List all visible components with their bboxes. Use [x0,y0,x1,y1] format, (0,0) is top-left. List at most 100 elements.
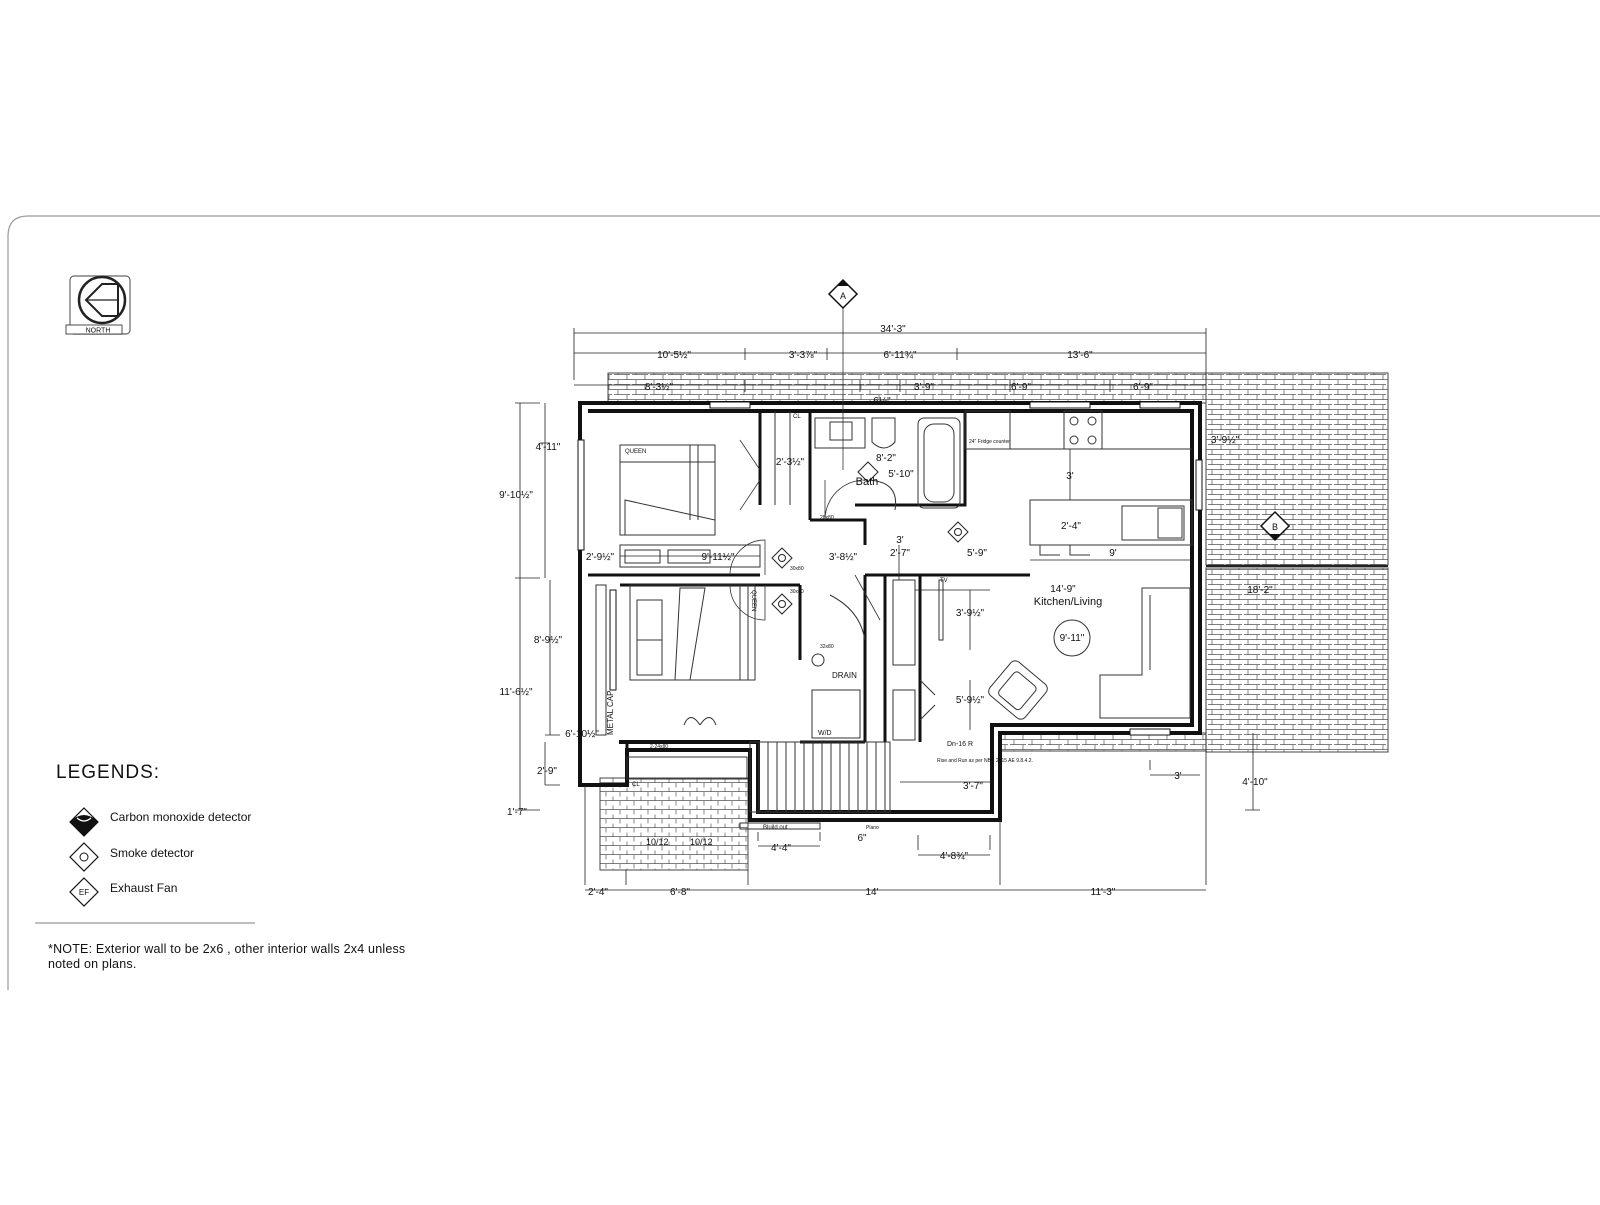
dim-int-6: 2'-4" [1061,521,1081,532]
plano-label: Plano [866,825,879,831]
bluild-out-label: Bluild out [763,825,788,831]
dim-int-8: 9'-11½" [701,552,735,563]
section-marker-b: B [1259,510,1291,542]
stairs: Bluild out Plano [739,741,891,831]
dim-top2-4: 6'-9" [1011,382,1031,393]
dim-bottom-3: 14' [865,887,878,898]
front-steps-roof [599,777,749,871]
dim-top2-3: 3'-9" [914,382,934,393]
kitchen: 24" Fridge counter [964,410,1193,556]
dim-right-3: 4'-10" [1242,777,1268,788]
dim-top-1: 10'-5½" [657,350,691,361]
door-tag-2: 30x80 [790,566,804,572]
door-tag-1: 28x80 [820,515,834,521]
dim-left-5: 6'-10½" [565,729,599,740]
exterior-wall-note: *NOTE: Exterior wall to be 2x6 , other i… [48,942,406,971]
door-swings [729,479,881,621]
bedroom-1: QUEEN CL [619,411,801,568]
dim-right-1: 18'-2" [1247,585,1273,596]
bedroom-2: QUEEN CL METAL CAP [595,584,756,788]
exterior-walls [578,401,1202,822]
roof-slope-2: 10/12 [690,837,713,847]
roof-top [607,372,1209,404]
exhaust-fan-icon [857,461,879,483]
kitchen-living-label: Kitchen/Living [1034,596,1103,608]
wd-label: W/D [818,730,832,737]
dim-int-11: 5'-9" [967,548,987,559]
dim-bottom-mid-2: 6" [857,833,867,844]
dim-overall-width: 34'-3" [880,324,906,335]
sheet-border [7,215,1600,990]
cl-bed2: CL [632,782,640,788]
dim-int-4: 3' [1066,471,1074,482]
dimension-text: 34'-3" 10'-5½" 3'-3⅞" 6'-11¾" 13'-6" 8'-… [499,324,1273,898]
section-marker-a: A [827,278,859,470]
fridge-label: 24" Fridge counter [969,439,1010,445]
section-b-label: B [1272,522,1278,532]
windows [577,401,1203,736]
dim-int-9: 3'-8½" [829,552,858,563]
dim-int-14: 3'-9½" [956,608,985,619]
dim-int-3: 5'-10" [888,469,914,480]
dim-left-4: 11'-6½" [499,687,533,698]
door-tag-5: 2-24x80 [650,744,668,750]
dim-top2-2: 6½" [873,396,891,407]
living: TV [938,578,1191,720]
north-arrow: NORTH [65,275,131,335]
legend-title: LEGENDS: [56,762,161,783]
legend-item-exhaust-fan: Exhaust Fan [110,881,178,895]
roof-bottom-right [999,732,1207,752]
door-tag-3: 30x80 [790,589,804,595]
dim-left-1: 4'-11" [536,442,561,453]
dim-int-15: 9'-11" [1060,633,1085,644]
dim-int-1: 2'-3½" [776,457,805,468]
dim-int-17: 3'-9½" [1211,435,1240,446]
dim-bottom-mid-1: 4'-4" [771,843,791,854]
dim-top-3: 6'-11¾" [883,350,917,361]
room-labels: Bath Kitchen/Living DRAIN W/D Dn-16 R Ri… [646,476,1102,847]
dim-top2-1: 8'-3½" [645,382,674,393]
bath-label: Bath [856,476,879,488]
dim-top2-5: 6'-9" [1133,382,1153,393]
roof-right-lower [1205,567,1389,753]
dim-int-2: 8'-2" [876,453,896,464]
dim-int-5: 3' [896,535,904,546]
dim-int-10: 2'-7" [890,548,910,559]
legend-icons: EF [69,807,99,907]
dim-right-2: 3' [1174,771,1182,782]
metal-cap-label: METAL CAP [606,691,615,735]
legend-item-carbon-monoxide: Carbon monoxide detector [110,810,252,824]
bed1-queen: QUEEN [625,449,646,455]
dim-top-2: 3'-3⅞" [789,350,818,361]
dim-left-7: 1'-7" [507,807,527,818]
roof-right-upper [1205,372,1389,566]
dim-left-2: 9'-10½" [499,490,533,501]
drain-label: DRAIN [832,671,857,680]
north-label: NORTH [86,328,111,335]
laundry [811,579,936,741]
roof-slope-1: 10/12 [646,837,669,847]
dim-right-4: 3'-7" [963,781,983,792]
bed2-queen: QUEEN [750,590,756,611]
cl-bed1: CL [793,414,801,420]
dim-int-12: 9' [1109,548,1117,559]
legend-item-smoke: Smoke detector [110,846,195,860]
tv-label: TV [940,578,948,584]
stair-code: Rise and Run as per NBC 2015 AE 9.8.4.2. [937,758,1033,764]
dimension-lines [515,328,1260,891]
dim-left-3: 8'-9½" [534,635,563,646]
exhaust-fan-icon [69,877,99,907]
plan-detectors [771,461,969,615]
dim-bottom-1: 2'-4" [588,887,608,898]
ef-symbol: EF [79,888,89,897]
dim-int-7: 2'-9½" [586,552,615,563]
door-tag-4: 32x80 [820,644,834,650]
section-a-label: A [840,291,846,301]
dim-left-6: 2'-9" [537,766,557,777]
dim-int-13: 14'-9" [1050,584,1076,595]
dim-bottom-mid-3: 4'-8¾" [940,851,969,862]
dim-int-16: 5'-9½" [956,695,985,706]
dim-bottom-4: 11'-3" [1091,887,1116,898]
